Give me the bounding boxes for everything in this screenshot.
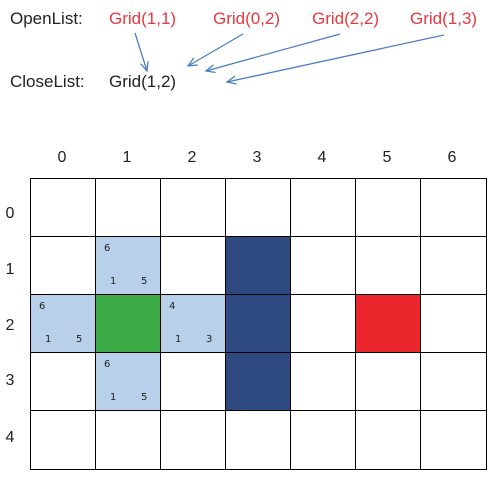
row-header: 1 bbox=[5, 261, 15, 278]
grid-cell bbox=[290, 236, 357, 296]
f-cost-label: 6 bbox=[104, 359, 111, 370]
grid-cell-open: 4 1 3 bbox=[160, 294, 227, 354]
close-list-label: CloseList: bbox=[10, 72, 85, 91]
path-grid: 6 1 5 6 1 5 4 1 3 6 1 5 bbox=[30, 178, 487, 503]
f-cost-label: 6 bbox=[104, 243, 111, 254]
grid-cell bbox=[420, 294, 487, 354]
grid-cell bbox=[355, 236, 422, 296]
grid-cell-open: 6 1 5 bbox=[30, 294, 97, 354]
column-header: 0 bbox=[57, 149, 67, 166]
grid-cell bbox=[355, 410, 422, 470]
column-header: 1 bbox=[122, 149, 132, 166]
grid-cell bbox=[290, 352, 357, 412]
h-cost-label: 5 bbox=[76, 333, 83, 345]
arrow-grid-1-3 bbox=[227, 34, 445, 82]
g-cost-label: 1 bbox=[110, 275, 117, 287]
column-header: 2 bbox=[187, 149, 197, 166]
grid-cell-open: 6 1 5 bbox=[95, 352, 162, 412]
grid-cell-wall bbox=[225, 294, 292, 354]
grid-cell-wall bbox=[225, 352, 292, 412]
f-cost-label: 4 bbox=[169, 301, 176, 312]
row-header: 0 bbox=[5, 205, 15, 222]
grid-cell bbox=[160, 178, 227, 238]
grid-cell bbox=[225, 410, 292, 470]
grid-cell bbox=[30, 410, 97, 470]
grid-cell bbox=[420, 352, 487, 412]
column-header: 3 bbox=[252, 149, 262, 166]
grid-cell-current bbox=[95, 294, 162, 354]
open-list-item: Grid(0,2) bbox=[213, 9, 281, 28]
h-cost-label: 3 bbox=[206, 333, 213, 345]
open-list-item: Grid(1,3) bbox=[410, 9, 478, 28]
h-cost-label: 5 bbox=[141, 275, 148, 287]
grid-cell bbox=[160, 236, 227, 296]
grid-cell bbox=[30, 236, 97, 296]
grid-cell bbox=[95, 410, 162, 470]
open-list-item: Grid(2,2) bbox=[312, 9, 380, 28]
grid-cell bbox=[355, 178, 422, 238]
grid-cell bbox=[225, 178, 292, 238]
grid-cell bbox=[420, 410, 487, 470]
arrow-grid-0-2 bbox=[188, 33, 244, 66]
row-header: 2 bbox=[5, 317, 15, 334]
arrows-overlay bbox=[134, 32, 445, 120]
arrow-grid-1-1 bbox=[134, 32, 147, 71]
row-header: 3 bbox=[5, 372, 15, 389]
grid-cell bbox=[30, 352, 97, 412]
g-cost-label: 1 bbox=[45, 333, 52, 345]
h-cost-label: 5 bbox=[141, 391, 148, 403]
grid-cell-wall bbox=[225, 236, 292, 296]
column-header: 4 bbox=[317, 149, 327, 166]
grid-cell bbox=[160, 352, 227, 412]
grid-cell bbox=[420, 236, 487, 296]
grid-cell bbox=[160, 410, 227, 470]
grid-cell bbox=[355, 352, 422, 412]
grid-cell bbox=[290, 294, 357, 354]
grid-cell bbox=[420, 178, 487, 238]
open-list-item: Grid(1,1) bbox=[109, 9, 177, 28]
grid-cell bbox=[290, 178, 357, 238]
grid-cell bbox=[30, 178, 97, 238]
column-header: 6 bbox=[447, 149, 457, 166]
g-cost-label: 1 bbox=[175, 333, 182, 345]
close-list-item: Grid(1,2) bbox=[109, 72, 177, 91]
f-cost-label: 6 bbox=[39, 301, 46, 312]
grid-cell bbox=[95, 178, 162, 238]
grid-cell-open: 6 1 5 bbox=[95, 236, 162, 296]
g-cost-label: 1 bbox=[110, 391, 117, 403]
grid-cell bbox=[290, 410, 357, 470]
grid-cell-target bbox=[355, 294, 422, 354]
arrow-grid-2-2 bbox=[206, 33, 341, 71]
column-header: 5 bbox=[382, 149, 392, 166]
row-header: 4 bbox=[5, 429, 15, 446]
open-list-label: OpenList: bbox=[10, 9, 83, 28]
